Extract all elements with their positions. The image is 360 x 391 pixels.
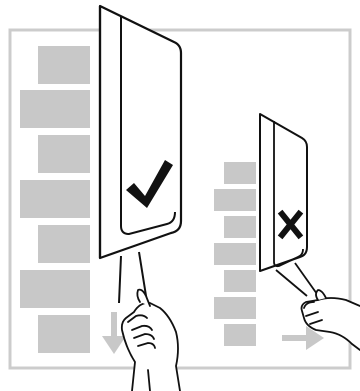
block	[20, 270, 90, 308]
block	[214, 189, 256, 211]
block	[38, 225, 90, 263]
block	[20, 180, 90, 218]
block	[224, 162, 256, 184]
block	[214, 297, 256, 319]
block	[224, 324, 256, 346]
paper-correct	[100, 6, 181, 303]
block	[224, 270, 256, 292]
block	[38, 315, 90, 353]
block	[20, 90, 90, 128]
block	[214, 243, 256, 265]
left-block-stack	[20, 46, 90, 353]
block	[38, 135, 90, 173]
block	[38, 46, 90, 84]
hand-left-icon	[122, 290, 180, 391]
right-block-stack	[214, 162, 256, 346]
block	[224, 216, 256, 238]
paper-incorrect	[260, 114, 322, 301]
